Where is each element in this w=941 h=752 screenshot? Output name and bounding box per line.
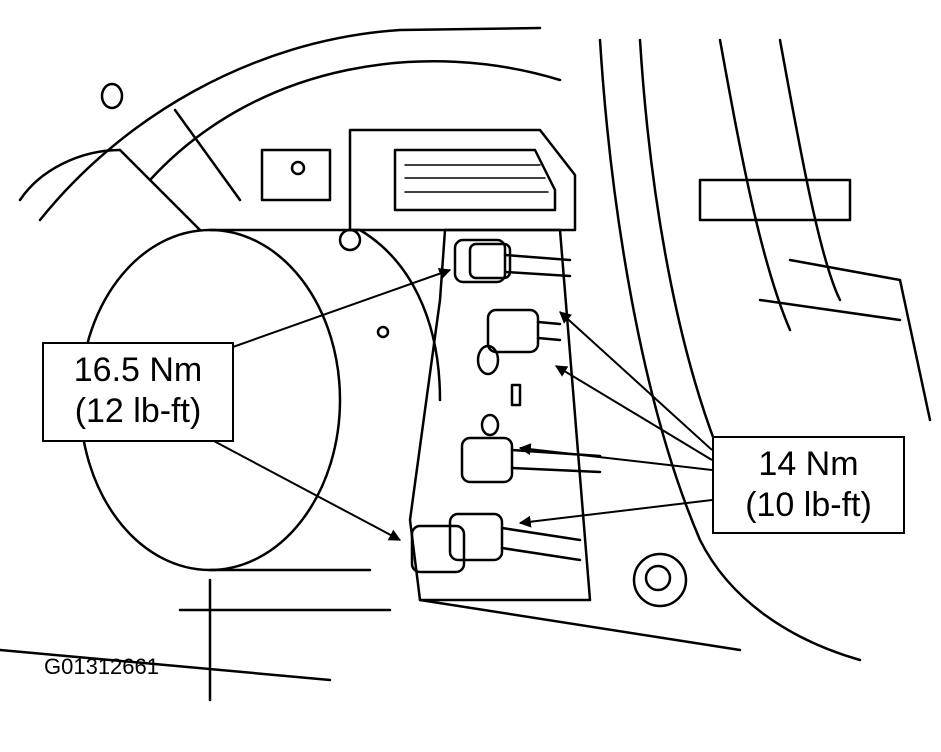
valve-block-plate <box>408 228 592 602</box>
body-outline-top <box>38 26 542 222</box>
electrical-connector <box>348 128 577 232</box>
body-outline-arc <box>148 60 562 182</box>
small-hole <box>100 82 124 110</box>
fittings <box>410 238 602 574</box>
leader-arrow-left-upper <box>229 267 452 349</box>
torque-nm-label: 14 Nm <box>758 445 859 483</box>
bracket <box>260 148 332 202</box>
figure-id: G01312661 <box>44 654 159 679</box>
motor-body-top <box>208 228 442 402</box>
leader-arrow-right-3 <box>518 443 713 471</box>
brake-line-1 <box>598 38 862 662</box>
left-curve <box>18 148 122 202</box>
torque-lbft-label: (12 lb-ft) <box>74 391 202 430</box>
leader-arrow-left-lower <box>211 439 402 541</box>
torque-callout-16-5nm: 16.5 Nm (12 lb-ft) <box>42 342 234 442</box>
leader-arrow-right-2 <box>554 365 713 461</box>
leader-arrow-right-4 <box>518 499 713 528</box>
torque-nm-label: 16.5 Nm <box>73 351 203 389</box>
leader-arrow-right-1 <box>559 311 713 451</box>
torque-callout-14nm: 14 Nm (10 lb-ft) <box>712 436 905 534</box>
torque-lbft-label: (10 lb-ft) <box>745 485 872 524</box>
